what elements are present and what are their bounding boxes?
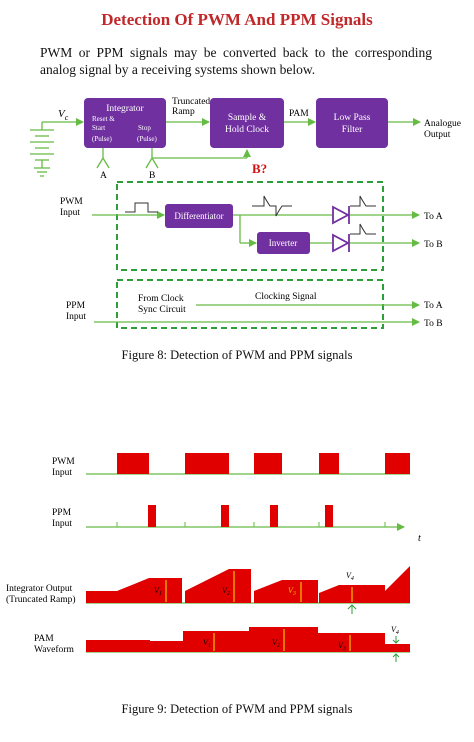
stop-label-2: (Pulse) — [137, 135, 158, 143]
battery-symbol — [30, 122, 54, 177]
ppm-pulse — [270, 505, 278, 527]
stop-label-1: Stop — [138, 124, 151, 132]
fig9-pwm-label-1: PWM — [52, 457, 75, 467]
lowpass-label-2: Filter — [342, 125, 363, 135]
figure-8-caption: Figure 8: Detection of PWM and PPM signa… — [121, 348, 353, 362]
truncated-ramp-label-1: Truncated — [172, 97, 210, 107]
inverter-label: Inverter — [269, 238, 297, 248]
differentiator-output-lines — [233, 214, 332, 247]
pam-v4-arrow-down — [392, 636, 400, 644]
to-a-label-2: To A — [424, 301, 443, 311]
lowpass-block — [316, 98, 388, 148]
pwm-input-label-2: Input — [60, 208, 80, 218]
to-b-label-2: To B — [424, 319, 443, 329]
label-a: A — [100, 171, 107, 181]
spike-waveform-1 — [252, 195, 292, 217]
pam-waveform — [86, 627, 410, 652]
integrator-output-label-1: Integrator Output — [6, 584, 73, 594]
pwm-input-label-1: PWM — [60, 197, 83, 207]
pwm-pulse — [185, 453, 229, 474]
truncated-ramp-label-2: Ramp — [172, 107, 195, 117]
vc-label: Vc — [58, 108, 69, 122]
integrator-block — [84, 98, 166, 148]
diode-icon-b — [332, 233, 350, 253]
pam-value-markers — [213, 629, 351, 651]
pwm-pulse — [319, 453, 339, 474]
reset-label-3: (Pulse) — [92, 135, 113, 143]
pam-waveform-label-1: PAM — [34, 634, 54, 644]
clocking-signal-label: Clocking Signal — [255, 292, 317, 302]
ppm-pulse — [325, 505, 333, 527]
ppm-pulse — [221, 505, 229, 527]
analogue-output-label-1: Analogue — [424, 119, 461, 129]
spike-waveform-b — [350, 223, 376, 235]
from-clock-label-1: From Clock — [138, 294, 184, 304]
diode-icon-a — [332, 205, 350, 225]
differentiator-block — [165, 204, 233, 228]
label-b: B — [149, 171, 155, 181]
ppm-input-label-1: PPM — [66, 301, 86, 311]
page-title: Detection Of PWM And PPM Signals — [101, 10, 373, 29]
ramp-value-markers — [165, 571, 353, 602]
ramp-v1-label: V1 — [154, 586, 162, 597]
ppm-pulse — [148, 505, 156, 527]
pam-v3-label: V3 — [338, 641, 346, 652]
to-b-label-1: To B — [424, 240, 443, 250]
intro-paragraph: PWM or PPM signals may be converted back… — [40, 45, 432, 77]
from-clock-label-2: Sync Circuit — [138, 305, 186, 315]
ramp-v3-label: V3 — [288, 586, 296, 597]
pwm-pulse — [385, 453, 410, 474]
fig9-pwm-pulses — [117, 453, 410, 474]
to-a-label-1: To A — [424, 212, 443, 222]
reset-label-2: Start — [92, 124, 105, 132]
pwm-pulse — [254, 453, 282, 474]
spike-waveform-a — [350, 195, 376, 207]
sample-hold-label-1: Sample & — [228, 113, 267, 123]
pam-v2-label: V2 — [272, 638, 280, 649]
fig9-ppm-label-1: PPM — [52, 508, 72, 518]
inverter-block — [257, 232, 310, 254]
pwm-dashed-box — [116, 181, 384, 271]
sample-hold-label-2: Hold Clock — [225, 125, 269, 135]
pwm-pulse-icon — [125, 202, 158, 213]
pam-waveform-label-2: Waveform — [34, 644, 74, 655]
pam-v4-arrow-up — [392, 653, 400, 662]
ramp-v2-label: V2 — [222, 586, 230, 597]
pam-v4-label: V4 — [391, 625, 399, 636]
fig9-ppm-pulses — [148, 505, 333, 527]
analogue-output-label-2: Output — [424, 130, 451, 140]
ramp-v4-arrow — [347, 604, 357, 614]
ramp-v4-label: V4 — [346, 571, 354, 582]
lowpass-label-1: Low Pass — [334, 113, 371, 123]
sample-hold-block — [210, 98, 284, 148]
b-question-label: B? — [252, 161, 267, 176]
integrator-output-label-2: (Truncated Ramp) — [6, 594, 76, 605]
integrator-title: Integrator — [106, 104, 144, 114]
ppm-dashed-box — [116, 279, 384, 329]
differentiator-label: Differentiator — [174, 211, 223, 221]
time-axis-label: t — [418, 533, 421, 544]
ab-input-lines — [96, 148, 251, 169]
fig9-pwm-label-2: Input — [52, 468, 72, 478]
ppm-input-label-2: Input — [66, 312, 86, 322]
fig9-ppm-ticks — [116, 522, 386, 527]
pam-label: PAM — [289, 109, 309, 119]
pam-v1-label: V1 — [203, 638, 211, 649]
pwm-pulse — [117, 453, 149, 474]
truncated-ramp-waveform — [86, 566, 410, 603]
reset-label-1: Reset & — [92, 115, 115, 123]
figure-9-caption: Figure 9: Detection of PWM and PPM signa… — [121, 702, 353, 716]
fig9-ppm-label-2: Input — [52, 519, 72, 529]
